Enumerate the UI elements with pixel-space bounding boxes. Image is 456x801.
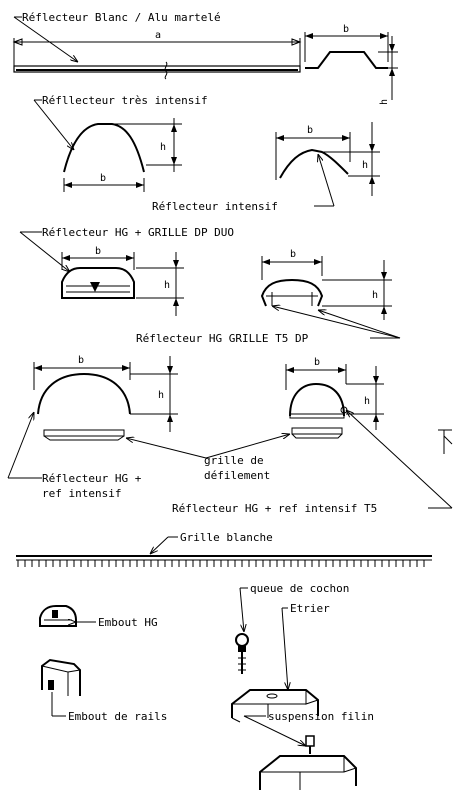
embout-rails: Embout de rails bbox=[41, 658, 167, 723]
dim-b-hgt5: b bbox=[314, 357, 320, 368]
label-hg-dp-duo: Réflecteur HG + GRILLE DP DUO bbox=[42, 226, 234, 239]
edge-mark bbox=[438, 429, 453, 454]
dim-b-top: b bbox=[343, 24, 349, 35]
label-hg-ri-t5: Réflecteur HG + ref intensif T5 bbox=[172, 502, 377, 515]
dim-b-hgri: b bbox=[78, 355, 84, 366]
dim-b-t5dp: b bbox=[290, 249, 296, 260]
embout-hg: Embout HG bbox=[39, 605, 158, 629]
tres-intensif-reflector: Réfllecteur très intensif h b bbox=[33, 94, 208, 192]
label-hg-ri-1: Réflecteur HG + bbox=[42, 472, 142, 485]
label-intensif: Réflecteur intensif bbox=[152, 200, 278, 213]
suspension-filin: suspension filin bbox=[243, 710, 374, 790]
dim-h-hgri: h bbox=[158, 390, 164, 401]
hg-ref-intensif-t5-reflector: b h Réflecteur HG + ref intensif T5 bbox=[172, 357, 453, 515]
dim-h-ti: h bbox=[160, 142, 166, 153]
grille-defilement-callout: grille de défilement bbox=[126, 434, 290, 482]
label-grille-blanche: Grille blanche bbox=[180, 531, 273, 544]
dim-h-int: h bbox=[362, 160, 368, 171]
intensif-reflector: b h Réflecteur intensif bbox=[152, 122, 380, 213]
grille-blanche-comb bbox=[17, 560, 425, 567]
label-grille-def-1: grille de bbox=[204, 454, 264, 467]
dim-h-top: h bbox=[379, 99, 390, 105]
blanc-alu-reflector: Réflecteur Blanc / Alu martelé a b h bbox=[12, 11, 398, 105]
label-etrier: Etrier bbox=[290, 602, 330, 615]
dim-b-ti: b bbox=[100, 173, 106, 184]
grille-blanche: Grille blanche bbox=[16, 531, 432, 567]
dim-h-t5dp: h bbox=[372, 290, 378, 301]
label-embout-rails: Embout de rails bbox=[68, 710, 167, 723]
dim-a: a bbox=[155, 30, 161, 41]
hg-ref-intensif-reflector: b h Réflecteur HG + ref intensif bbox=[7, 355, 178, 500]
label-suspension-filin: suspension filin bbox=[268, 710, 374, 723]
queue-cochon-etrier: queue de cochon Etrier bbox=[231, 582, 349, 723]
dim-b-duo: b bbox=[95, 246, 101, 257]
hg-grille-dp-duo-reflector: Réflecteur HG + GRILLE DP DUO b h bbox=[19, 226, 234, 316]
label-hg-t5-dp: Réflecteur HG GRILLE T5 DP bbox=[136, 332, 309, 345]
dim-h-duo: h bbox=[164, 280, 170, 291]
label-blanc-alu: Réflecteur Blanc / Alu martelé bbox=[22, 11, 221, 24]
dim-h-hgt5: h bbox=[364, 396, 370, 407]
label-queue-cochon: queue de cochon bbox=[250, 582, 349, 595]
dim-b-int: b bbox=[307, 125, 313, 136]
label-hg-ri-2: ref intensif bbox=[42, 487, 121, 500]
label-embout-hg: Embout HG bbox=[98, 616, 158, 629]
label-tres-intensif: Réfllecteur très intensif bbox=[42, 94, 208, 107]
hg-grille-t5-dp-reflector: b h Réflecteur HG GRILLE T5 DP bbox=[136, 249, 401, 345]
label-grille-def-2: défilement bbox=[204, 469, 270, 482]
